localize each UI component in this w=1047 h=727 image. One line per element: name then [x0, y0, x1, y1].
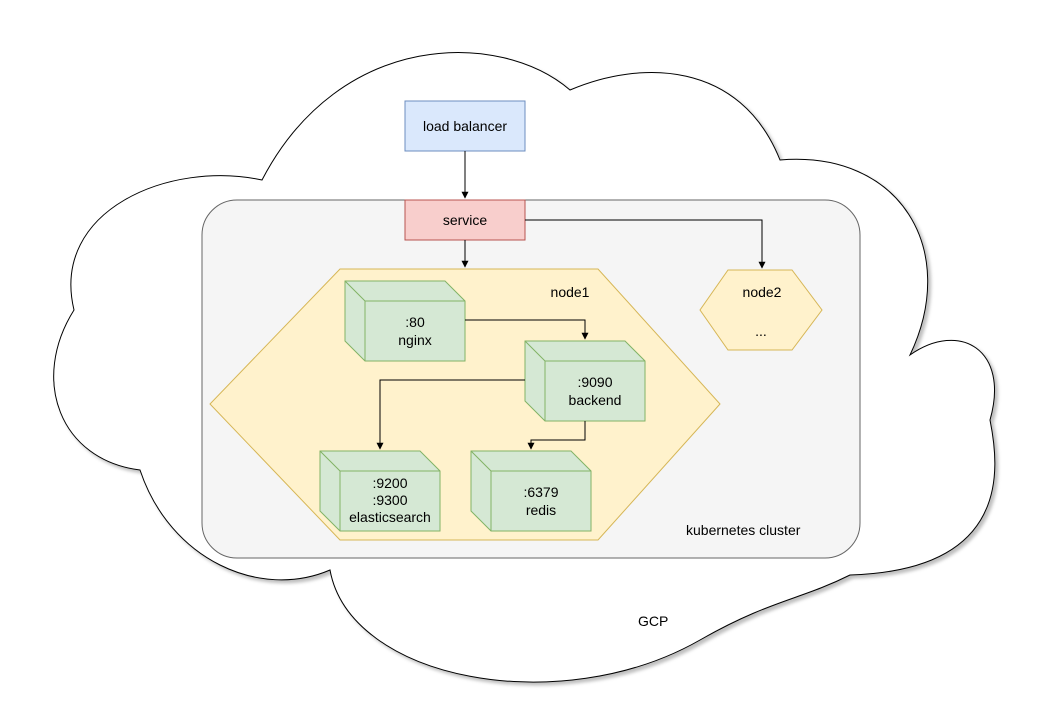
node2-more: ... [755, 323, 767, 339]
elasticsearch-name: elasticsearch [349, 509, 431, 525]
arrow-backend-to-redis [527, 421, 586, 450]
node2-label: node2 [743, 284, 782, 300]
nginx-container[interactable]: :80 nginx [344, 280, 466, 362]
elasticsearch-port-1: :9200 [372, 475, 407, 491]
arrow-nginx-to-backend [465, 319, 589, 340]
arrow-service-to-node2 [525, 219, 766, 269]
service[interactable]: service [404, 199, 526, 241]
load-balancer[interactable]: load balancer [404, 100, 526, 152]
redis-port: :6379 [523, 484, 558, 500]
backend-port: :9090 [577, 374, 612, 390]
cluster-label: kubernetes cluster [686, 522, 801, 538]
nginx-name: nginx [398, 332, 431, 348]
redis-name: redis [526, 502, 556, 518]
node2-hexagon [699, 269, 823, 351]
load-balancer-label: load balancer [423, 118, 507, 134]
nginx-port: :80 [405, 314, 425, 330]
elasticsearch-port-2: :9300 [372, 492, 407, 508]
node2[interactable]: node2 ... [699, 269, 823, 351]
backend-container[interactable]: :9090 backend [524, 340, 646, 422]
connectors [376, 151, 766, 450]
backend-name: backend [569, 392, 622, 408]
redis-container[interactable]: :6379 redis [470, 450, 592, 532]
arrow-backend-to-elasticsearch [376, 379, 525, 450]
node1-label: node1 [551, 284, 590, 300]
service-label: service [443, 212, 488, 228]
elasticsearch-container[interactable]: :9200 :9300 elasticsearch [319, 450, 441, 532]
cloud-label: GCP [638, 613, 668, 629]
